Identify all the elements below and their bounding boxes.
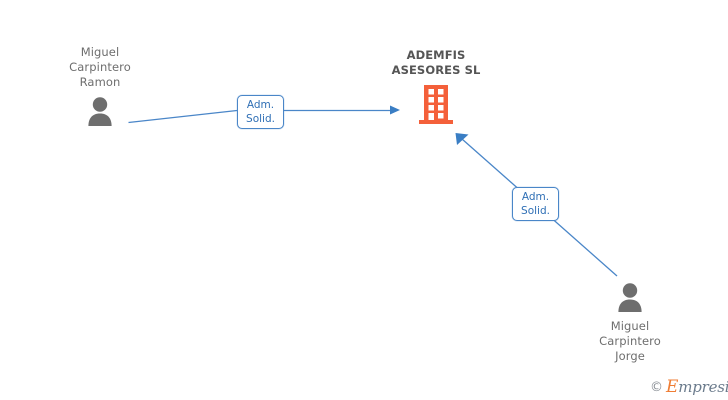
- person-ramon-label: Miguel Carpintero Ramon: [69, 45, 131, 89]
- company-title: ADEMFIS ASESORES SL: [391, 48, 481, 77]
- edge-label-line2: Solid.: [521, 205, 550, 217]
- person-jorge-label: Miguel Carpintero Jorge: [599, 319, 661, 363]
- node-person-ramon[interactable]: Miguel Carpintero Ramon: [55, 45, 145, 126]
- copyright-icon: ©: [650, 380, 663, 395]
- empresia-watermark: © Empresia: [650, 379, 728, 396]
- edge-label-jorge-adm-solid[interactable]: Adm. Solid.: [512, 187, 559, 221]
- building-icon: [419, 85, 453, 124]
- person-icon: [618, 283, 642, 312]
- node-person-jorge[interactable]: Miguel Carpintero Jorge: [585, 282, 675, 364]
- empresia-logo-text: Empresia: [666, 379, 728, 396]
- empresia-logo-rest: mpresia: [678, 378, 728, 396]
- edge-label-line2: Solid.: [246, 113, 275, 125]
- edge-label-line1: Adm.: [521, 191, 550, 203]
- node-company-ademfis[interactable]: ADEMFIS ASESORES SL: [378, 48, 494, 125]
- empresia-logo-initial: E: [666, 377, 679, 397]
- person-icon: [88, 97, 112, 126]
- arrowhead-icon: [455, 133, 469, 145]
- arrowhead-icon: [390, 105, 400, 115]
- edge-ramon-to-company: [128, 105, 400, 124]
- edge-label-ramon-adm-solid[interactable]: Adm. Solid.: [237, 95, 284, 129]
- edge-label-line1: Adm.: [246, 99, 275, 111]
